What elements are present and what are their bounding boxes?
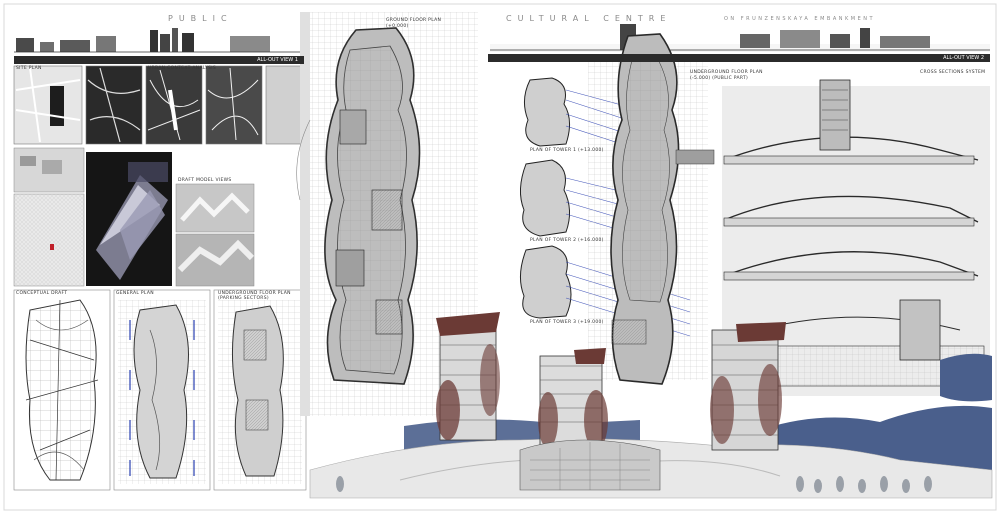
- label-analysis: URBAN CONTEXT ANALYSIS: [148, 66, 217, 71]
- label-underground-public: UNDERGROUND FLOOR PLAN (-5.000) (PUBLIC …: [690, 70, 763, 81]
- label-tower-3: PLAN OF TOWER 3 (+19.000): [530, 320, 604, 325]
- bar-all-out-view-1: ALL-OUT VIEW 1: [14, 56, 304, 64]
- label-underground-parking: UNDERGROUND FLOOR PLAN (PARKING SECTORS): [218, 291, 291, 301]
- label-cross-sections: CROSS SECTIONS SYSTEM: [920, 70, 986, 75]
- perspective-view: [309, 312, 993, 499]
- title-subtitle: ON FRUNZENSKAYA EMBANKMENT: [724, 16, 876, 22]
- left-sheet: [13, 22, 307, 491]
- label-ground-floor: GROUND FLOOR PLAN (+0.000): [386, 18, 442, 29]
- skyline-right: [490, 24, 990, 52]
- label-situation: SITE PLAN: [16, 66, 42, 71]
- trees: [336, 476, 932, 493]
- blue-flow-arrows: [129, 320, 195, 476]
- label-tower-2: PLAN OF TOWER 2 (+16.000): [530, 238, 604, 243]
- site-marker: [50, 244, 54, 250]
- bar-all-out-view-2: ALL-OUT VIEW 2: [488, 54, 990, 62]
- label-conceptual: CONCEPTUAL DRAFT: [16, 291, 68, 296]
- label-draft-model: DRAFT MODEL VIEWS: [178, 178, 232, 183]
- title-left: PUBLIC: [168, 14, 233, 23]
- label-general-plan: GENERAL PLAN: [116, 291, 154, 296]
- label-tower-1: PLAN OF TOWER 1 (+13.000): [530, 148, 604, 153]
- title-right: CULTURAL CENTRE: [506, 14, 672, 23]
- skyline-left: [16, 28, 270, 52]
